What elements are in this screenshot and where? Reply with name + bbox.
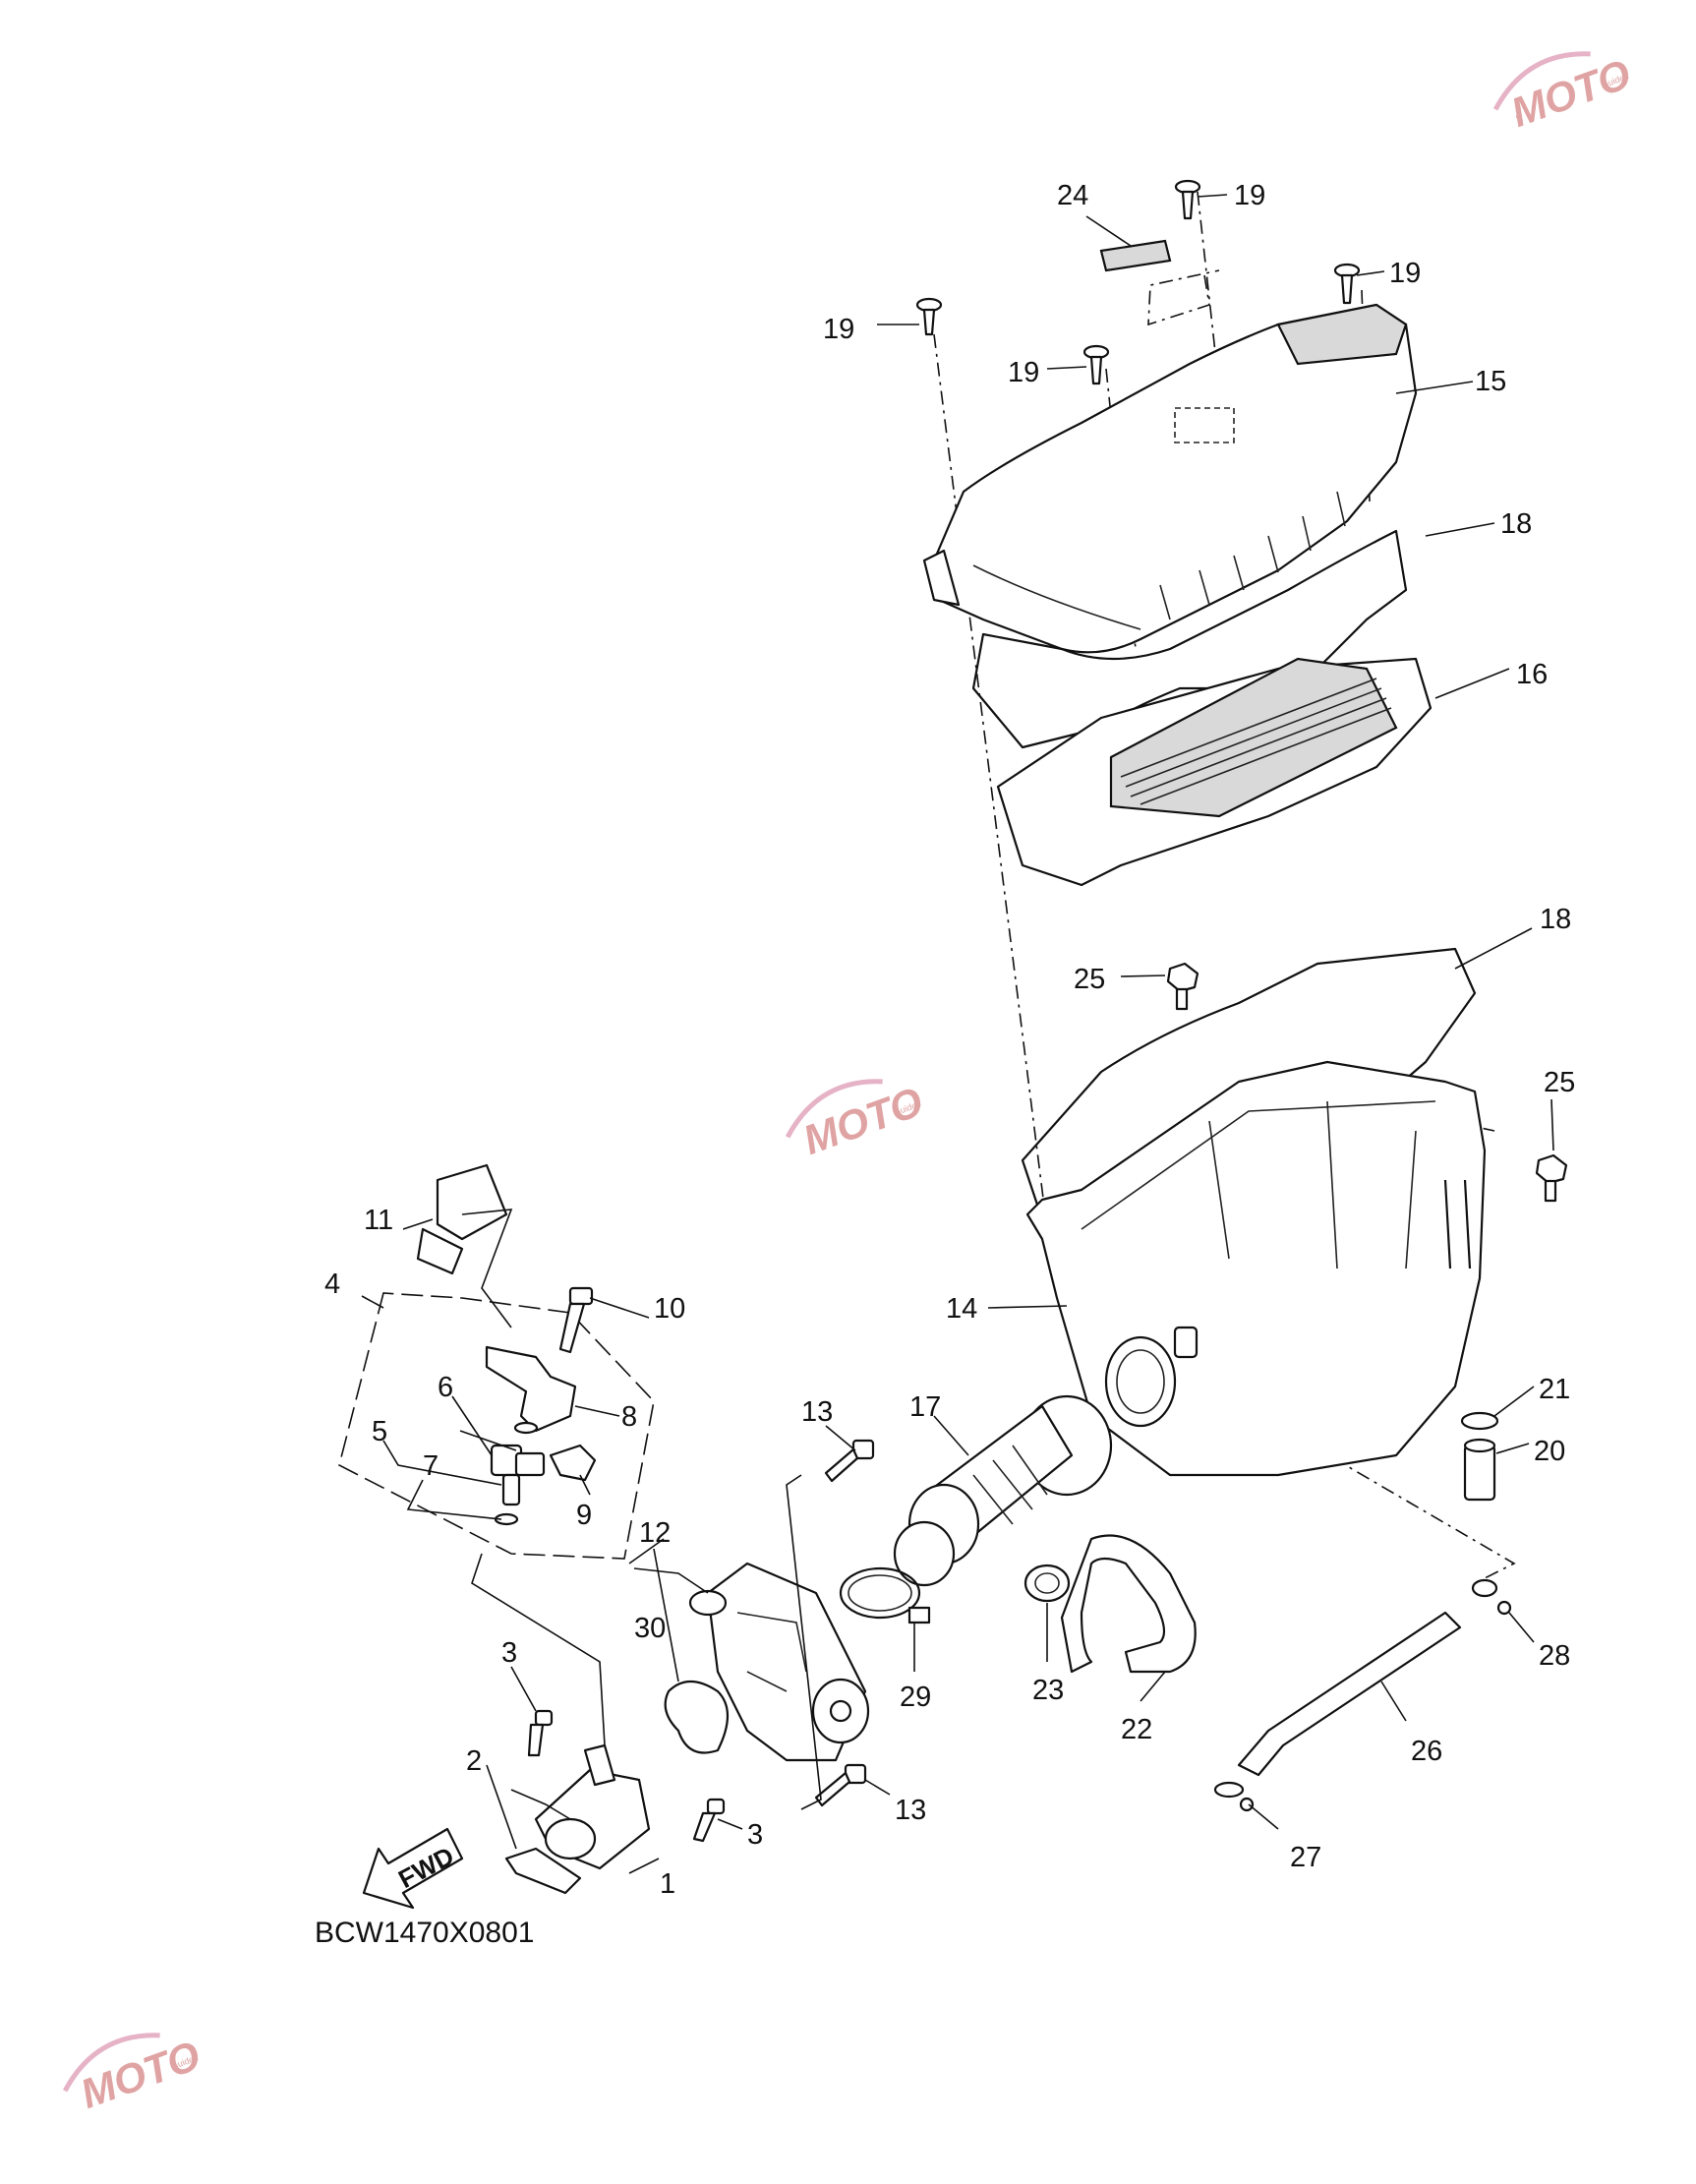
- callout-5: 5: [372, 1416, 387, 1447]
- fuel-rail-8: [485, 1345, 577, 1433]
- callout-18-lower: 18: [1540, 904, 1571, 935]
- bolt-13-b: [814, 1763, 867, 1807]
- clip-28: [1471, 1578, 1512, 1616]
- intake-joint-17: [893, 1394, 1113, 1587]
- bolt-10: [558, 1286, 594, 1354]
- forward-direction-arrow: FWD: [362, 1827, 464, 1910]
- callout-30: 30: [634, 1613, 666, 1644]
- watermark-text: MOTO: [75, 2032, 206, 2117]
- air-filter-element: [996, 657, 1433, 887]
- bolt-13-a: [824, 1439, 875, 1483]
- clip-9: [549, 1444, 597, 1482]
- drawing-code: BCW1470X0801: [315, 1917, 534, 1949]
- o-ring-30: [664, 1680, 729, 1754]
- watermark-bottom-left: MOTO Guides: [62, 2032, 206, 2117]
- callout-2: 2: [466, 1745, 482, 1777]
- callout-24: 24: [1057, 180, 1088, 211]
- callout-6: 6: [438, 1372, 453, 1403]
- callout-19-top: 19: [1234, 180, 1265, 211]
- callout-15: 15: [1475, 366, 1506, 397]
- callout-10: 10: [654, 1293, 685, 1325]
- label-24: [1099, 239, 1172, 272]
- callout-25-left: 25: [1074, 964, 1105, 995]
- clamp-23: [1023, 1564, 1071, 1603]
- callout-14: 14: [946, 1293, 977, 1325]
- clamp-29: [839, 1566, 931, 1624]
- watermark-text: MOTO: [1505, 50, 1637, 136]
- callout-19-left: 19: [823, 314, 854, 345]
- callout-9: 9: [576, 1500, 592, 1531]
- sensor-11: [416, 1163, 508, 1275]
- callout-labels: 1 2 3 3 4 5 6 7 8 9 10 11 12 13 13 14 15…: [324, 180, 1575, 1900]
- bolt-25-b: [1535, 1153, 1568, 1203]
- callout-1: 1: [660, 1868, 675, 1900]
- throttle-body-12: [688, 1562, 870, 1762]
- screw-19-a: [915, 297, 943, 336]
- hose-26: [1237, 1611, 1462, 1777]
- airbox-cover: [922, 303, 1418, 654]
- callout-23: 23: [1032, 1675, 1064, 1706]
- callout-18-upper: 18: [1500, 508, 1532, 540]
- callout-11: 11: [364, 1205, 393, 1236]
- callout-8: 8: [621, 1401, 637, 1433]
- clip-27: [1213, 1781, 1255, 1812]
- callout-22: 22: [1121, 1714, 1152, 1745]
- callout-7: 7: [423, 1450, 439, 1482]
- callout-26: 26: [1411, 1736, 1442, 1767]
- plug-20: [1463, 1438, 1496, 1502]
- callout-21: 21: [1539, 1374, 1570, 1405]
- gasket-2: [504, 1847, 582, 1895]
- fuel-injector-5: [490, 1444, 546, 1506]
- watermark-top-right: MOTO Guides: [1492, 50, 1637, 136]
- o-ring-6: [513, 1421, 539, 1435]
- callout-3-bottom: 3: [747, 1819, 763, 1851]
- callout-25-right: 25: [1544, 1067, 1575, 1098]
- clamp-21: [1460, 1411, 1499, 1431]
- callout-13-top: 13: [801, 1396, 833, 1428]
- callout-16: 16: [1516, 659, 1548, 690]
- callout-28: 28: [1539, 1640, 1570, 1672]
- screw-19-b: [1082, 344, 1110, 385]
- callout-3-top: 3: [501, 1637, 517, 1669]
- callout-17: 17: [909, 1391, 941, 1423]
- callout-29: 29: [900, 1682, 931, 1713]
- leader-lines: [361, 194, 1554, 1874]
- screw-19-c: [1174, 179, 1201, 220]
- bolt-3-a: [527, 1709, 554, 1757]
- callout-13-bottom: 13: [895, 1795, 926, 1826]
- airbox-case: [1025, 1060, 1487, 1477]
- watermark-text: MOTO: [797, 1078, 929, 1163]
- callout-20: 20: [1534, 1436, 1565, 1467]
- callout-27: 27: [1290, 1842, 1321, 1873]
- bolt-25-a: [1166, 962, 1199, 1011]
- watermark-middle: MOTO Guides: [785, 1078, 929, 1163]
- bolt-3-b: [692, 1798, 726, 1843]
- callout-19-mid: 19: [1008, 357, 1039, 388]
- hose-22: [1060, 1534, 1197, 1674]
- intake-manifold-1: [534, 1743, 651, 1870]
- callout-19-right: 19: [1389, 258, 1421, 289]
- screw-19-d: [1333, 263, 1361, 305]
- injector-assembly-group-4: [338, 1292, 655, 1560]
- callout-4: 4: [324, 1269, 340, 1300]
- callout-12: 12: [639, 1517, 671, 1549]
